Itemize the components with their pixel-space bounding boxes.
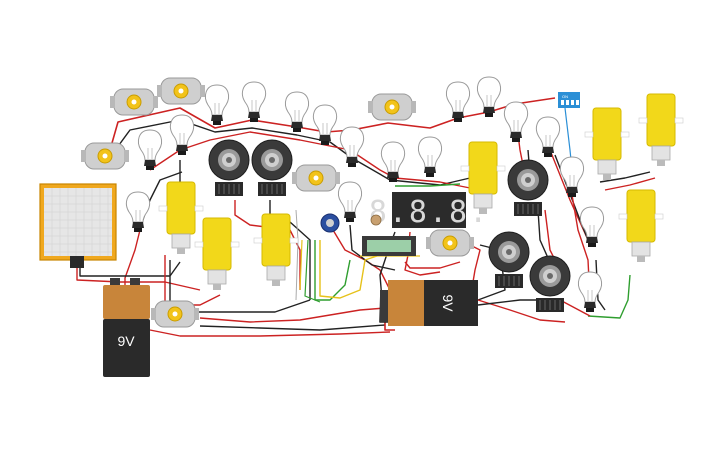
wire-black[interactable] [79, 261, 181, 277]
wire-black[interactable] [599, 171, 651, 183]
dc-motor[interactable] [109, 88, 159, 116]
wire-red[interactable] [404, 261, 461, 269]
light-bulb[interactable] [339, 126, 365, 168]
breadboard[interactable] [39, 183, 117, 268]
wire-black[interactable] [107, 119, 471, 186]
wire-black[interactable] [169, 260, 311, 313]
wire-green[interactable] [587, 274, 631, 319]
servo-motor[interactable] [251, 139, 293, 197]
gear-motor[interactable] [253, 213, 299, 287]
light-bulb[interactable] [380, 141, 406, 183]
servo-motor[interactable] [488, 231, 530, 289]
wire-red[interactable] [124, 229, 141, 285]
wire-green[interactable] [304, 239, 321, 303]
wire-black[interactable] [349, 224, 396, 271]
dc-motor[interactable] [425, 229, 475, 257]
light-bulb[interactable] [337, 181, 363, 223]
light-bulb[interactable] [417, 136, 443, 178]
wire-red[interactable] [477, 299, 566, 323]
battery-9v-left[interactable]: 9V [103, 278, 150, 377]
wire-red[interactable] [604, 177, 656, 191]
light-bulb[interactable] [559, 156, 585, 198]
wire-green[interactable] [395, 183, 461, 187]
gear-motor[interactable] [618, 189, 664, 263]
light-bulb[interactable] [476, 76, 502, 118]
wire-red[interactable] [559, 299, 591, 317]
light-bulb[interactable] [579, 206, 605, 248]
gear-motor[interactable] [194, 217, 240, 291]
wire-yellow[interactable] [299, 239, 303, 291]
dc-motor[interactable] [150, 300, 200, 328]
dc-motor[interactable] [291, 164, 341, 192]
seven-segment-display[interactable]: 8.8.8. [369, 192, 489, 230]
dip-switch[interactable]: ON [558, 92, 580, 108]
wire-yellow[interactable] [319, 240, 381, 299]
light-bulb[interactable] [535, 116, 561, 158]
light-bulb[interactable] [169, 114, 195, 156]
light-bulb[interactable] [204, 84, 230, 126]
servo-motor[interactable] [507, 159, 549, 217]
wire-red[interactable] [149, 329, 391, 337]
gear-motor[interactable] [638, 93, 684, 167]
wire-grey[interactable] [295, 209, 299, 301]
light-bulb[interactable] [125, 191, 151, 233]
light-bulb[interactable] [577, 271, 603, 313]
dip-switch-label: ON [562, 94, 568, 99]
seven-segment-digits: 8.8.8. [369, 195, 489, 230]
wire-green[interactable] [314, 240, 351, 301]
battery-9v-center[interactable]: 9V [380, 280, 478, 326]
potentiometer[interactable] [320, 213, 340, 233]
wire-red[interactable] [544, 209, 556, 261]
wires [76, 97, 656, 337]
light-bulb[interactable] [503, 101, 529, 143]
wire-red[interactable] [199, 307, 386, 323]
dc-motor[interactable] [367, 93, 417, 121]
servo-motor[interactable] [529, 255, 571, 313]
gear-motor[interactable] [584, 107, 630, 181]
wire-black[interactable] [199, 324, 386, 331]
battery-left-label: 9V [117, 333, 135, 349]
light-bulb[interactable] [241, 81, 267, 123]
battery-center-label: 9V [440, 294, 456, 312]
dc-motor[interactable] [80, 142, 130, 170]
dc-motor[interactable] [156, 77, 206, 105]
servo-motor[interactable] [208, 139, 250, 197]
resistor[interactable] [370, 214, 382, 226]
wire-black[interactable] [537, 209, 549, 259]
lcd-module[interactable] [362, 236, 416, 256]
